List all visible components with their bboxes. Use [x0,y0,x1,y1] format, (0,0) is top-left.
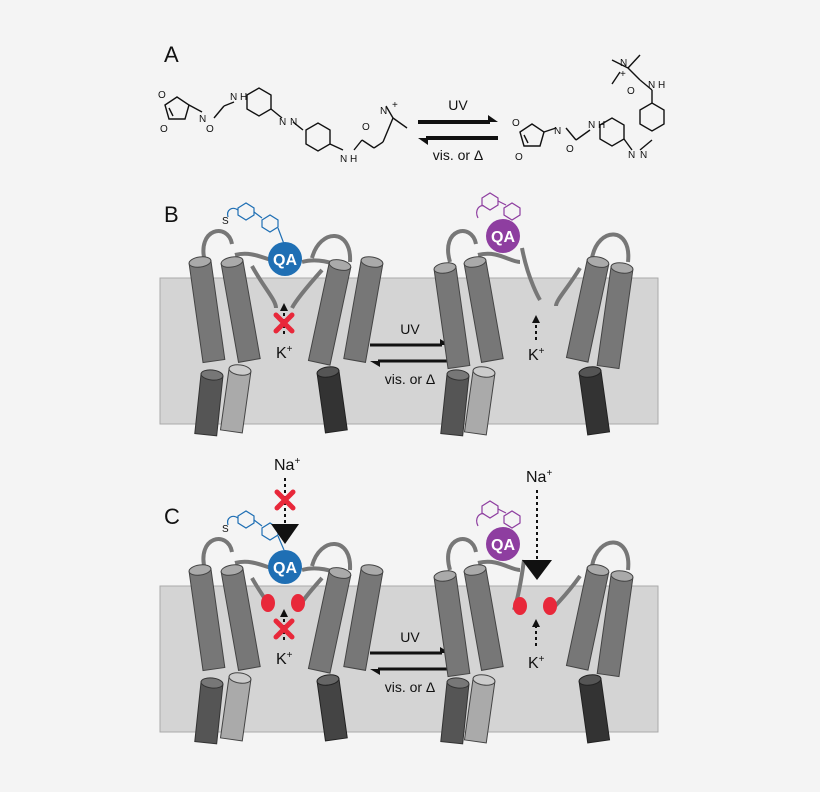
uv-label-a: UV [448,97,468,113]
atom-s-b: S [222,216,229,227]
uv-label-c: UV [400,629,420,645]
qa-label-b: QA [273,252,297,269]
block-mark-b [273,312,295,334]
atom-n-4: N [380,106,387,117]
trans-switch-c [227,510,285,551]
helices-b-right [432,254,635,437]
k-ion-c-right: K+ [528,654,545,672]
vis-label-a: vis. or Δ [433,147,484,163]
atom-n-2: N [279,117,286,128]
vis-label-c: vis. or Δ [385,679,436,695]
k-ion-b-right: K+ [528,346,545,364]
qa-label-c: QA [273,560,297,577]
qa-ligand-c [268,550,302,584]
atom-o-6: O [515,152,523,163]
atom-o-8: O [627,86,635,97]
atom-o-3: O [206,124,214,135]
qa-ligand-b-cis [486,219,520,253]
atom-nh-4: N H [648,80,665,91]
vis-label-b: vis. or Δ [385,371,436,387]
na-site-c-left-2 [291,594,305,612]
k-ion-c-left: K+ [276,650,293,668]
atom-o-1: O [158,90,166,101]
na-arrowhead-c-right [522,560,552,580]
helices-c-left [187,562,385,745]
atom-plus-1: + [392,100,398,111]
atom-n-6: N [628,150,635,161]
na-arrowhead-c-left [271,524,299,544]
atom-plus-2: + [620,69,626,80]
qa-ligand-b [268,242,302,276]
equilibrium-arrows-a [418,115,498,145]
na-ion-c-right: Na+ [526,468,552,486]
trans-switch-b [227,202,285,245]
panel-letter-b: B [164,202,179,227]
cis-photoswitch-structure [519,54,665,151]
atom-n-7: N [640,150,647,161]
atom-nh-1: N H [230,92,247,103]
loops-b-right [446,229,631,307]
atom-o-4: O [362,122,370,133]
atom-n-1: N [199,114,206,125]
qa-label-b-cis: QA [491,229,515,246]
atom-n-3: N [290,117,297,128]
atom-o-7: O [566,144,574,155]
qa-ligand-c-cis [486,527,520,561]
helices-b-left [187,254,385,437]
cis-switch-b [476,192,521,221]
atom-s-c: S [222,524,229,535]
cis-switch-c [476,500,521,529]
na-block-mark-c [274,489,296,511]
na-site-c-left-1 [261,594,275,612]
trans-photoswitch-structure [164,87,408,152]
k-ion-b-left: K+ [276,344,293,362]
na-ion-c-left: Na+ [274,456,300,474]
uv-label-b: UV [400,321,420,337]
equilibrium-arrows-b [370,339,450,367]
helices-c-right [432,562,635,745]
atom-n-5: N [554,126,561,137]
atom-o-2: O [160,124,168,135]
atom-o-5: O [512,118,520,129]
panel-letter-c: C [164,504,180,529]
atom-nh-2: N H [340,154,357,165]
panel-letter-a: A [164,42,179,67]
qa-label-c-cis: QA [491,537,515,554]
k-block-mark-c [273,618,295,640]
na-site-c-right-2 [543,597,557,615]
atom-n-8: N [620,58,627,69]
na-site-c-right-1 [513,597,527,615]
atom-nh-3: N H [588,120,605,131]
